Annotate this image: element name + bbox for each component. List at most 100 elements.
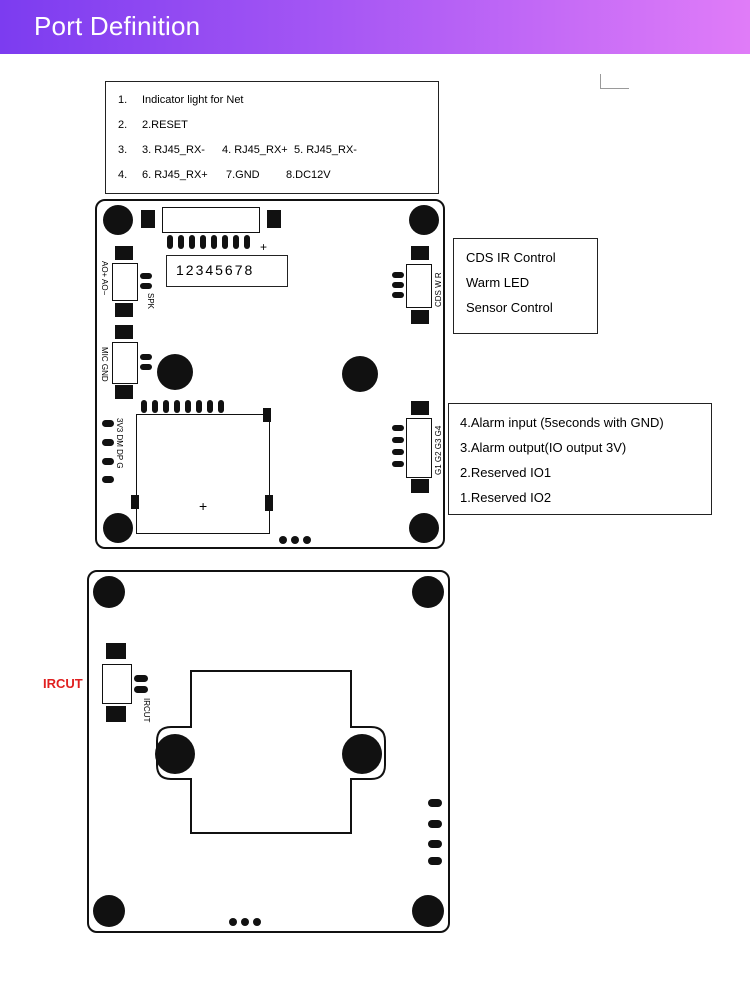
- gpio-connector: [406, 418, 432, 478]
- usb-pin: [102, 420, 114, 427]
- alarm-legend-line-1: 4.Alarm input (5seconds with GND): [460, 415, 664, 430]
- connector-plus-mark: +: [260, 240, 268, 254]
- ircut-connector: [102, 664, 132, 704]
- sd-pad: [131, 495, 139, 509]
- cds-label: CDS W R: [434, 272, 443, 307]
- usb-label: 3V3 DM DP G: [115, 418, 124, 469]
- legend-row-4-item-3: 8.DC12V: [286, 169, 331, 181]
- top-board: + 12345678 AO+ AO− SPK MIC GND 3V3 DM DP…: [95, 199, 445, 549]
- side-pad: [428, 857, 442, 865]
- mic-label: MIC GND: [100, 347, 109, 382]
- spk-label: SPK: [146, 293, 155, 310]
- mic-pad: [115, 385, 133, 399]
- legend-row-3-item-2: 4. RJ45_RX+: [222, 144, 288, 156]
- connector-pad: [267, 210, 281, 228]
- usb-pin: [102, 476, 114, 483]
- gpio-label: G1 G2 G3 G4: [434, 425, 443, 475]
- gpio-pin: [392, 449, 404, 455]
- sd-pad: [263, 408, 271, 422]
- alarm-legend-line-4: 1.Reserved IO2: [460, 490, 552, 505]
- alarm-legend-box: 4.Alarm input (5seconds with GND) 3.Alar…: [448, 403, 712, 515]
- usb-pin: [102, 439, 114, 446]
- side-pad: [428, 840, 442, 848]
- legend-row-1-item-1: Indicator light for Net: [142, 94, 244, 106]
- legend-row-3-num: 3.: [118, 144, 128, 156]
- cds-legend-box: CDS IR Control Warm LED Sensor Control: [453, 238, 598, 334]
- bottom-pad-dot: [253, 918, 261, 926]
- legend-row-4-item-1: 6. RJ45_RX+: [142, 169, 208, 181]
- connector-pad: [141, 210, 155, 228]
- corner-mark: [600, 74, 629, 89]
- ircut-pin: [134, 675, 148, 682]
- ircut-label: IRCUT: [43, 676, 83, 691]
- gpio-pin: [392, 425, 404, 431]
- bottom-pad-dot: [291, 536, 299, 544]
- sd-plus-mark: +: [199, 498, 208, 514]
- cds-legend-line-2: Warm LED: [466, 275, 530, 290]
- top-legend-box: 1. Indicator light for Net 2. 2.RESET 3.…: [105, 81, 439, 194]
- bottom-pad-dot: [241, 918, 249, 926]
- alarm-legend-line-2: 3.Alarm output(IO output 3V): [460, 440, 627, 455]
- cds-pin: [392, 272, 404, 278]
- cds-connector: [406, 264, 432, 308]
- legend-row-3-item-1: 3. RJ45_RX-: [142, 144, 205, 156]
- bottom-pad-dot: [229, 918, 237, 926]
- ircut-pad: [106, 643, 126, 659]
- mic-pad: [115, 325, 133, 339]
- page-title: Port Definition: [34, 11, 201, 41]
- gpio-pin: [392, 437, 404, 443]
- ao-pin: [140, 273, 152, 279]
- header-banner: Port Definition: [0, 0, 750, 54]
- mount-hole: [93, 576, 125, 608]
- gpio-pad: [411, 479, 429, 493]
- sd-pad: [265, 495, 273, 511]
- ao-pad: [115, 246, 133, 260]
- cds-legend-line-3: Sensor Control: [466, 300, 553, 315]
- mount-hole: [103, 205, 133, 235]
- ircut-pin: [134, 686, 148, 693]
- ircut-pad: [106, 706, 126, 722]
- cds-pin: [392, 282, 404, 288]
- cds-pad: [411, 310, 429, 324]
- mic-pin: [140, 354, 152, 360]
- mic-pin: [140, 364, 152, 370]
- side-pad: [428, 820, 442, 828]
- lens-hole: [342, 734, 382, 774]
- top-connector-pins: [167, 235, 257, 251]
- cds-legend-line-1: CDS IR Control: [466, 250, 556, 265]
- cds-pad: [411, 246, 429, 260]
- legend-row-4-num: 4.: [118, 169, 128, 181]
- ao-connector: [112, 263, 138, 301]
- pin-number-box: 12345678: [166, 255, 288, 287]
- sd-card-slot: [136, 414, 270, 534]
- center-hole: [342, 356, 378, 392]
- legend-row-1-num: 1.: [118, 94, 128, 106]
- cds-pin: [392, 292, 404, 298]
- legend-row-2-num: 2.: [118, 119, 128, 131]
- legend-row-4-item-2: 7.GND: [226, 169, 260, 181]
- alarm-legend-line-3: 2.Reserved IO1: [460, 465, 552, 480]
- top-connector: [162, 207, 260, 233]
- gpio-pad: [411, 401, 429, 415]
- usb-pin: [102, 458, 114, 465]
- mic-connector: [112, 342, 138, 384]
- ao-pad: [115, 303, 133, 317]
- center-hole: [157, 354, 193, 390]
- bottom-pad-dot: [279, 536, 287, 544]
- pin-numbers: 12345678: [176, 262, 255, 278]
- lens-hole: [155, 734, 195, 774]
- lens-holder-outline: [156, 670, 386, 834]
- mount-hole: [409, 513, 439, 543]
- ao-pin: [140, 283, 152, 289]
- side-pad: [428, 799, 442, 807]
- mount-hole: [103, 513, 133, 543]
- sd-card-pins: [141, 400, 231, 414]
- mount-hole: [412, 895, 444, 927]
- bottom-board: IRCUT: [87, 570, 450, 933]
- mount-hole: [412, 576, 444, 608]
- mount-hole: [409, 205, 439, 235]
- ao-label: AO+ AO−: [100, 261, 109, 296]
- gpio-pin: [392, 461, 404, 467]
- bottom-pad-dot: [303, 536, 311, 544]
- legend-row-2-item-1: 2.RESET: [142, 119, 188, 131]
